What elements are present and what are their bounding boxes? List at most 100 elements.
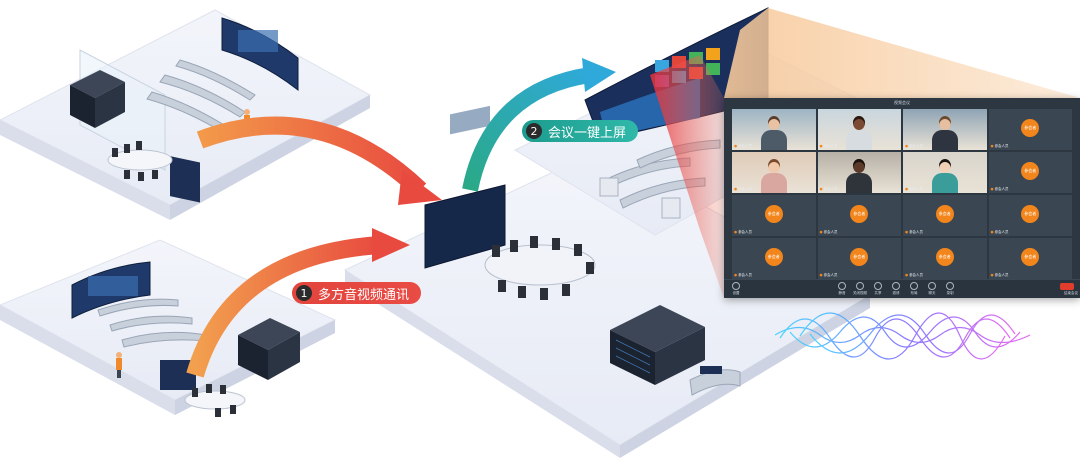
meeting-title-bar: 视频会议 [724, 98, 1080, 108]
participant-name-tag: 参会人员 [905, 187, 923, 192]
participant-tile[interactable]: 参会者参会人员 [988, 152, 1072, 193]
participant-tile[interactable]: 参会人员 [903, 109, 987, 150]
badge-multiparty-av: 1 多方音视频通讯 [292, 282, 422, 304]
participant-name-tag: 参会人员 [991, 273, 1009, 278]
participant-tile[interactable]: 参会者参会人员 [732, 238, 816, 279]
meeting-control-bar: 设置 结束会议 静音 关闭视频 共享 邀请 布局 聊天 录制 [724, 279, 1080, 298]
control-label: 静音 [838, 291, 846, 295]
control-label: 关闭视频 [853, 291, 867, 295]
participant-tile[interactable]: 参会者参会人员 [817, 195, 901, 236]
participant-video [931, 116, 958, 150]
meeting-control-button[interactable]: 关闭视频 [852, 282, 868, 296]
arrow-head-top [398, 170, 442, 205]
participant-name-tag: 参会人员 [991, 230, 1009, 235]
participant-name-tag: 参会人员 [820, 187, 838, 192]
settings-label: 设置 [732, 291, 740, 295]
participant-avatar: 参会者 [850, 247, 869, 266]
participant-name-tag: 参会人员 [991, 187, 1009, 192]
participant-name-tag: 参会人员 [734, 144, 752, 149]
participant-name-tag: 参会人员 [820, 273, 838, 278]
participant-avatar: 参会者 [764, 204, 783, 223]
participant-tile[interactable]: 参会人员 [903, 152, 987, 193]
participant-tile[interactable]: 参会者参会人员 [903, 238, 987, 279]
participant-head [938, 159, 951, 173]
meeting-control-button[interactable]: 共享 [870, 282, 886, 296]
participant-torso [760, 130, 787, 150]
participant-avatar: 参会者 [1021, 161, 1040, 180]
control-icon [892, 282, 900, 290]
participant-tile[interactable]: 参会人员 [817, 152, 901, 193]
participant-avatar: 参会者 [1021, 118, 1040, 137]
participant-tile[interactable]: 参会者参会人员 [988, 238, 1072, 279]
participant-head [853, 116, 866, 130]
arrow-top-to-center [196, 116, 427, 197]
sound-wave [774, 312, 1031, 360]
participant-name-tag: 参会人员 [905, 273, 923, 278]
participant-name-tag: 参会人员 [734, 273, 752, 278]
control-label: 聊天 [928, 291, 936, 295]
control-icon [874, 282, 882, 290]
participant-head [938, 116, 951, 130]
hangup-button[interactable] [1060, 283, 1074, 290]
participant-name-tag: 参会人员 [905, 230, 923, 235]
control-icon [946, 282, 954, 290]
participant-torso [931, 173, 958, 193]
room-center [343, 105, 872, 458]
control-label: 邀请 [892, 291, 900, 295]
meeting-control-button[interactable]: 聊天 [924, 282, 940, 296]
participant-video [931, 159, 958, 193]
participant-video [760, 116, 787, 150]
participant-tile[interactable]: 参会者参会人员 [903, 195, 987, 236]
control-icon [856, 282, 864, 290]
participant-head [767, 116, 780, 130]
participant-head [767, 159, 780, 173]
participant-video [846, 159, 873, 193]
control-label: 布局 [910, 291, 918, 295]
gear-icon [732, 282, 740, 290]
participant-torso [846, 173, 873, 193]
participant-tile[interactable]: 参会人员 [817, 109, 901, 150]
projection-beam-red [650, 55, 724, 298]
badge-number: 2 [526, 123, 542, 139]
participant-name-tag: 参会人员 [820, 230, 838, 235]
participant-tile[interactable]: 参会人员 [732, 152, 816, 193]
video-meeting-window: 视频会议 参会人员参会人员参会人员参会者参会人员参会人员参会人员参会人员参会者参… [724, 98, 1080, 298]
control-label: 共享 [874, 291, 882, 295]
participant-video [846, 116, 873, 150]
control-label: 录制 [946, 291, 954, 295]
hangup-label: 结束会议 [1064, 291, 1078, 295]
projection-beam-orange [724, 8, 1080, 98]
participant-tile[interactable]: 参会者参会人员 [988, 109, 1072, 150]
meeting-control-button[interactable]: 布局 [906, 282, 922, 296]
arrow-bottom-to-center [186, 236, 381, 378]
meeting-control-button[interactable]: 录制 [942, 282, 958, 296]
room-top-left [0, 9, 372, 220]
participant-avatar: 参会者 [935, 247, 954, 266]
control-icon [928, 282, 936, 290]
participant-torso [846, 130, 873, 150]
room-bottom-left [0, 239, 337, 417]
settings-button[interactable]: 设置 [728, 282, 744, 296]
badge-label: 多方音视频通讯 [318, 287, 410, 303]
participant-head [853, 159, 866, 173]
arrow-head-wall [582, 58, 616, 92]
arrow-head-bottom [372, 228, 410, 262]
participant-tile[interactable]: 参会者参会人员 [732, 195, 816, 236]
arrow-center-to-wall [462, 67, 592, 192]
participant-name-tag: 参会人员 [734, 230, 752, 235]
participant-name-tag: 参会人员 [734, 187, 752, 192]
participant-video [760, 159, 787, 193]
meeting-control-button[interactable]: 邀请 [888, 282, 904, 296]
badge-label: 会议一键上屏 [548, 125, 627, 141]
participant-avatar: 参会者 [935, 204, 954, 223]
participant-avatar: 参会者 [1021, 247, 1040, 266]
participant-avatar: 参会者 [764, 247, 783, 266]
participant-tile[interactable]: 参会人员 [732, 109, 816, 150]
participant-tile[interactable]: 参会者参会人员 [817, 238, 901, 279]
meeting-title: 视频会议 [894, 100, 910, 105]
participant-avatar: 参会者 [1021, 204, 1040, 223]
meeting-control-button[interactable]: 静音 [834, 282, 850, 296]
participant-name-tag: 参会人员 [820, 144, 838, 149]
participant-tile[interactable]: 参会者参会人员 [988, 195, 1072, 236]
